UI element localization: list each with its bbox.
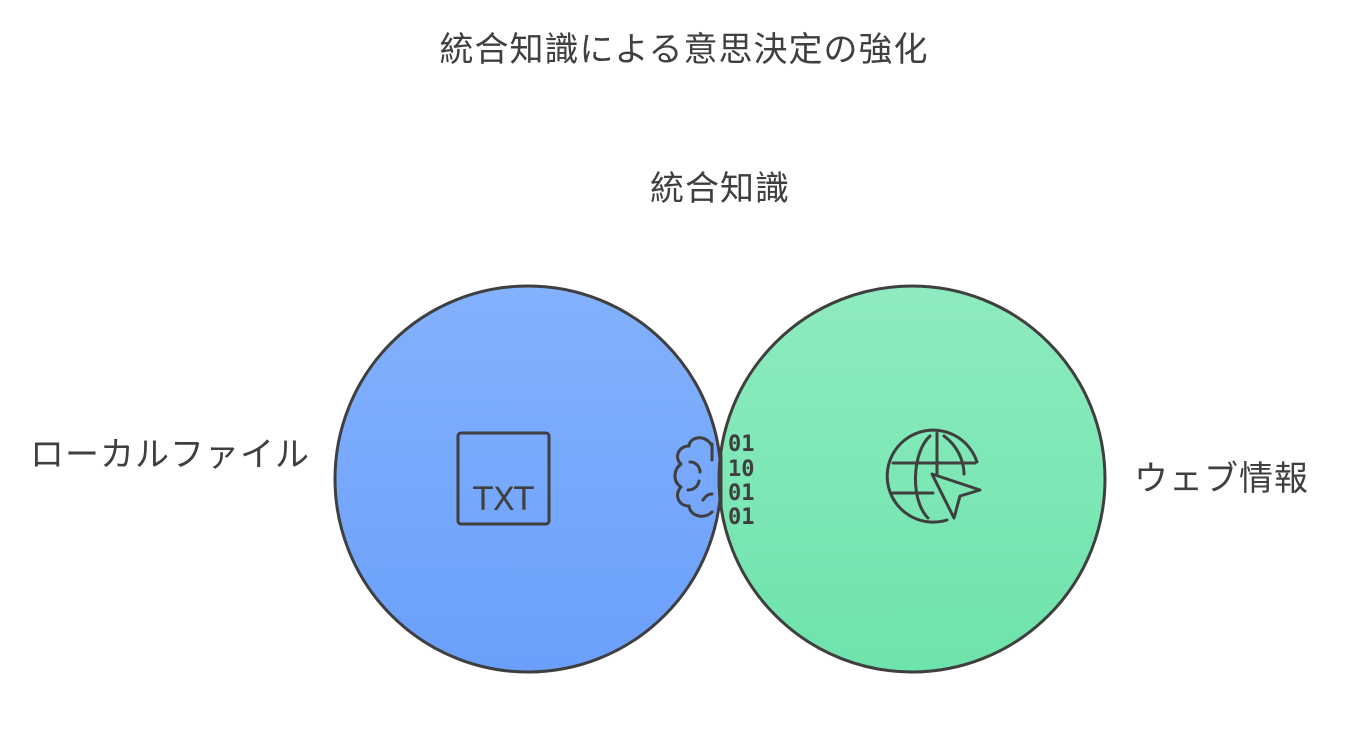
left-set-circle: [335, 286, 721, 672]
globe-cursor-icon: [885, 428, 982, 524]
binary-row-2: 10: [728, 457, 755, 482]
binary-row-3: 01: [728, 481, 755, 506]
right-set-label: ウェブ情報: [1134, 459, 1309, 499]
txt-file-icon: TXT: [456, 431, 551, 526]
binary-row-1: 01: [728, 432, 755, 457]
diagram-title: 統合知識による意思決定の強化: [439, 30, 929, 70]
left-set-label: ローカルファイル: [30, 435, 310, 475]
brain-binary-icon: 01 10 01 01: [673, 432, 755, 530]
right-set-circle: [719, 286, 1105, 672]
intersection-label: 統合知識: [650, 169, 790, 209]
binary-row-4: 01: [728, 505, 755, 530]
txt-icon-text: TXT: [472, 480, 534, 518]
